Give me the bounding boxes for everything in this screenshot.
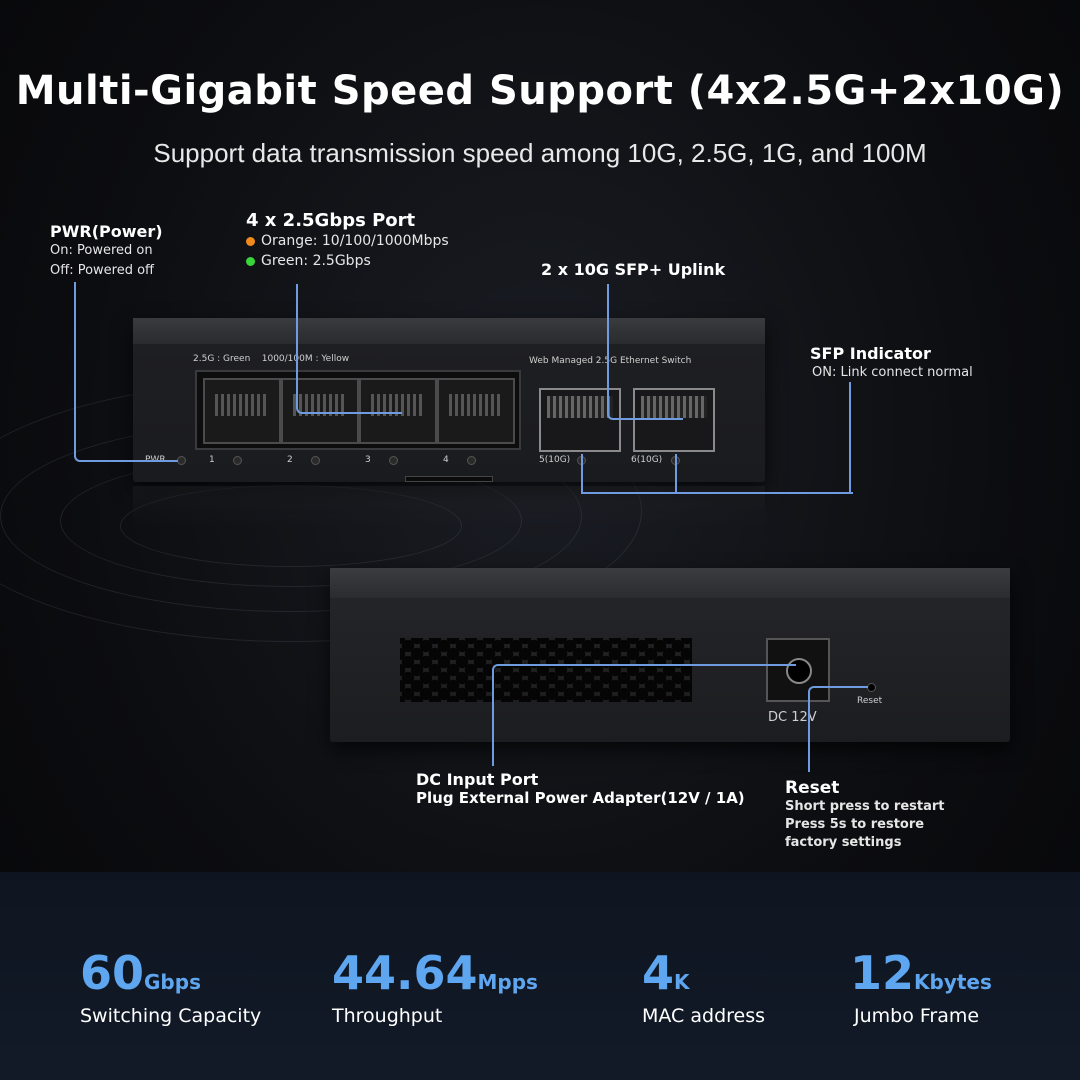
- port-3-led: [389, 456, 398, 465]
- port-2-led: [311, 456, 320, 465]
- page-title: Multi-Gigabit Speed Support (4x2.5G+2x10…: [15, 68, 1065, 114]
- rj45-heading: 4 x 2.5Gbps Port: [246, 210, 416, 231]
- rj45-port-1[interactable]: [203, 378, 281, 444]
- rj45-orange-text: Orange: 10/100/1000Mbps: [261, 233, 449, 249]
- rj45-port-2[interactable]: [281, 378, 359, 444]
- stats-band: [0, 872, 1080, 1080]
- pwr-off-text: Off: Powered off: [50, 263, 155, 278]
- sfp-indicator-heading: SFP Indicator: [810, 344, 931, 363]
- reset-line-2: Press 5s to restore: [785, 817, 925, 832]
- port-1-label: 1: [209, 455, 215, 465]
- dc-12v-label: DC 12V: [768, 710, 817, 725]
- reset-line-3: factory settings: [785, 835, 902, 850]
- ventilation-grille: [400, 638, 692, 702]
- port-3-label: 3: [365, 455, 371, 465]
- port-6-label: 6(10G): [631, 455, 663, 465]
- stat-jumbo-frame-label: Jumbo Frame: [854, 1005, 980, 1027]
- orange-dot-icon: [246, 236, 255, 246]
- pwr-led: [177, 456, 186, 465]
- switch-back-panel: DC 12V Reset: [330, 568, 1010, 742]
- dc-input-text: Plug External Power Adapter(12V / 1A): [416, 789, 745, 807]
- switch-model-text: Web Managed 2.5G Ethernet Switch: [529, 356, 692, 366]
- stat-switching-capacity-label: Switching Capacity: [80, 1005, 262, 1027]
- stat-switching-capacity-value: 60Gbps: [80, 946, 201, 1000]
- rj45-green-text: Green: 2.5Gbps: [261, 253, 371, 269]
- pwr-heading: PWR(Power): [50, 222, 163, 241]
- reset-panel-label: Reset: [857, 696, 883, 706]
- sfp-uplink-heading: 2 x 10G SFP+ Uplink: [541, 260, 726, 279]
- port-led-legend: 2.5G : Green 1000/100M : Yellow: [193, 354, 350, 364]
- sfp-indicator-callout: SFP Indicator ON: Link connect normal: [810, 344, 973, 383]
- sfp-indicator-text: ON: Link connect normal: [812, 365, 973, 380]
- pwr-callout: PWR(Power) On: Powered on Off: Powered o…: [50, 222, 163, 281]
- dc-jack[interactable]: [766, 638, 830, 702]
- sfp-port-6[interactable]: [633, 388, 715, 452]
- stat-jumbo-frame-value: 12Kbytes: [850, 946, 992, 1000]
- stat-mac-address-value: 4K: [642, 946, 690, 1000]
- reset-heading: Reset: [785, 778, 840, 798]
- reset-line-1: Short press to restart: [785, 799, 945, 814]
- rj45-callout: 4 x 2.5Gbps Port Orange: 10/100/1000Mbps…: [246, 210, 449, 271]
- port-2-label: 2: [287, 455, 293, 465]
- pwr-on-text: On: Powered on: [50, 243, 153, 258]
- rj45-port-group: [195, 370, 521, 450]
- rj45-port-4[interactable]: [437, 378, 515, 444]
- reset-button[interactable]: [867, 683, 876, 692]
- port-4-label: 4: [443, 455, 449, 465]
- stat-throughput-value: 44.64Mpps: [332, 946, 538, 1000]
- page-subtitle: Support data transmission speed among 10…: [153, 138, 927, 168]
- green-dot-icon: [246, 256, 255, 266]
- reset-callout: Reset Short press to restart Press 5s to…: [785, 778, 945, 852]
- front-slot: [405, 476, 493, 482]
- port-5-label: 5(10G): [539, 455, 571, 465]
- dc-input-heading: DC Input Port: [416, 770, 539, 789]
- port-1-led: [233, 456, 242, 465]
- switch-front-panel: 2.5G : Green 1000/100M : Yellow Web Mana…: [133, 318, 765, 482]
- dc-input-callout: DC Input Port Plug External Power Adapte…: [416, 770, 745, 807]
- stat-mac-address-label: MAC address: [642, 1005, 766, 1027]
- port-4-led: [467, 456, 476, 465]
- stat-throughput-label: Throughput: [332, 1005, 443, 1027]
